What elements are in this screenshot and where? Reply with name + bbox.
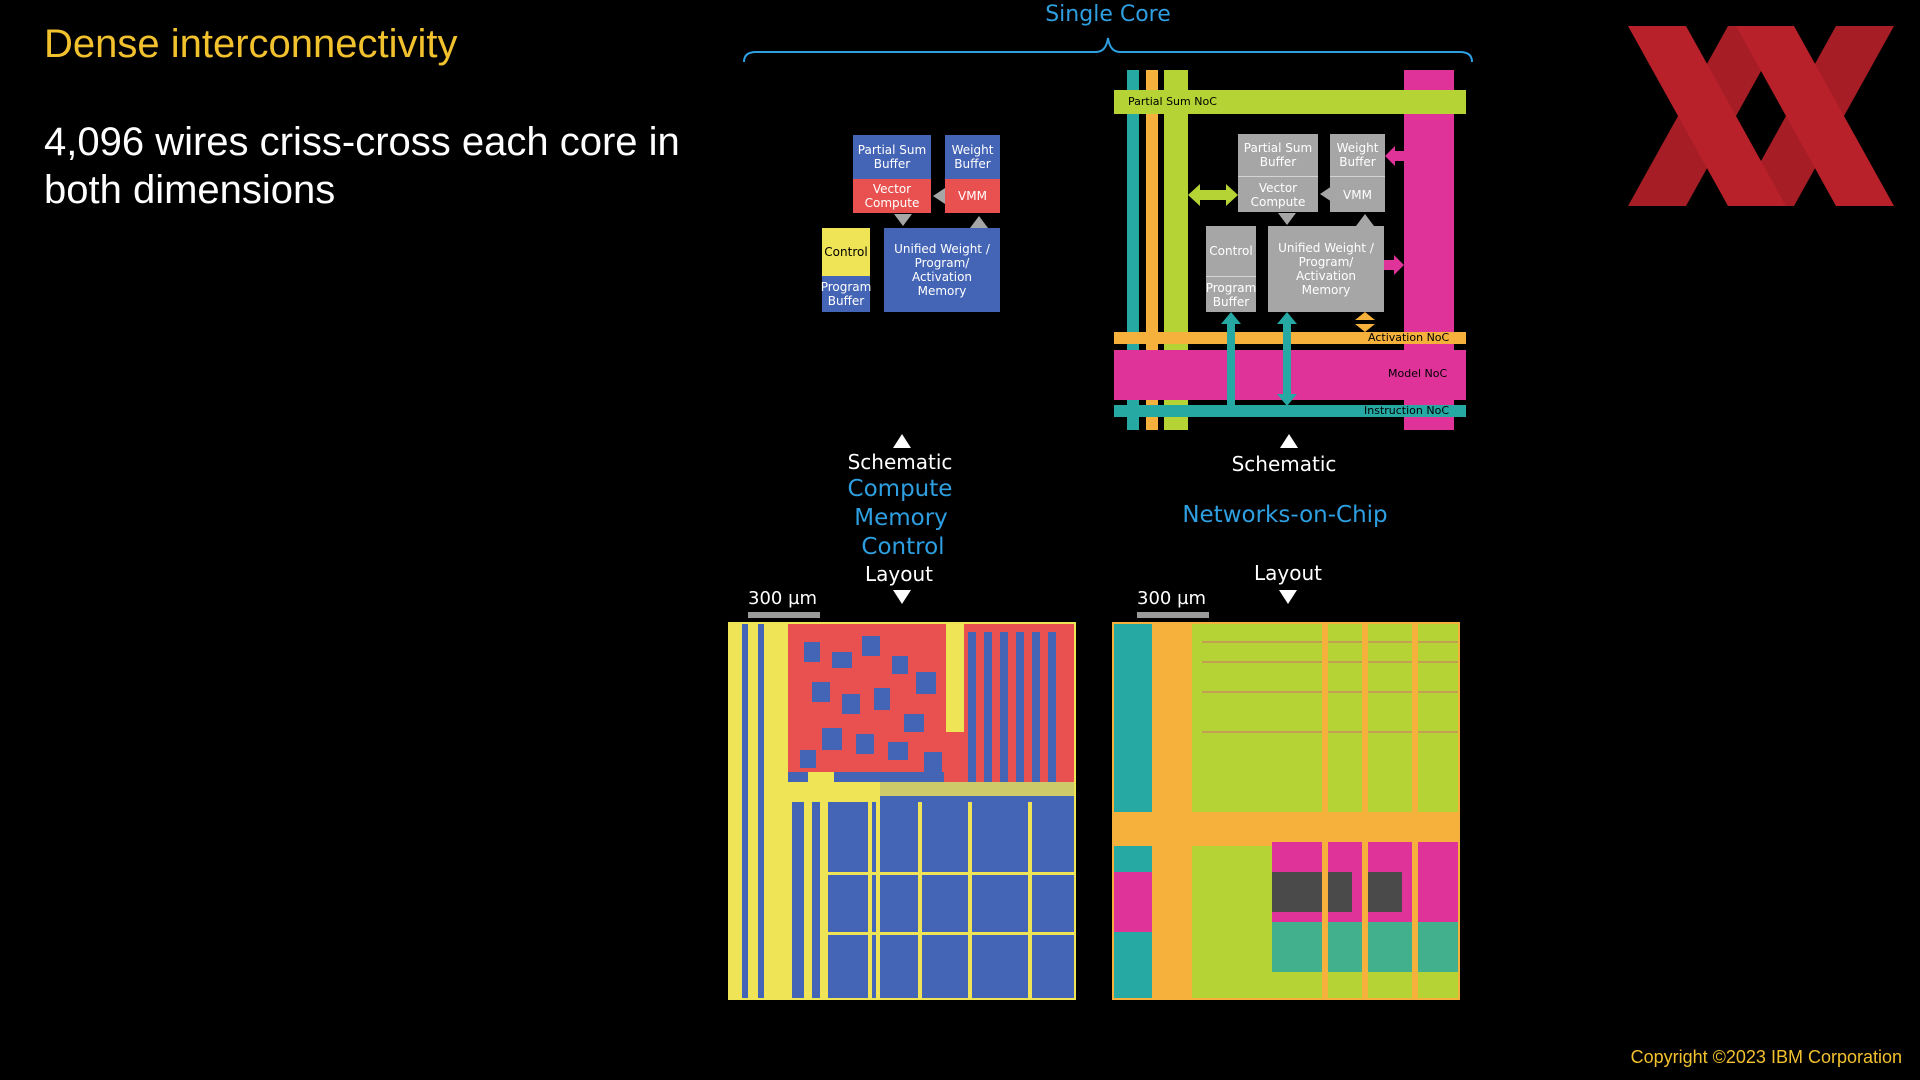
ps-buffer-block-right: Partial Sum Buffer xyxy=(1238,134,1318,176)
activation-bus-segment xyxy=(1146,114,1158,332)
model-bus-segment xyxy=(1404,114,1454,332)
up-arrow-teal-icon xyxy=(1221,312,1241,406)
right-schematic-caption: Schematic xyxy=(1231,452,1337,476)
control-block: Control xyxy=(822,228,870,276)
up-arrow-grey-icon xyxy=(1356,214,1374,226)
left-layout-down-arrow-icon xyxy=(893,590,911,604)
instruction-noc-label: Instruction NoC xyxy=(1364,404,1450,417)
weight-buffer-block-right: Weight Buffer xyxy=(1330,134,1385,176)
partial-sum-noc-bar xyxy=(1114,90,1466,114)
left-scale-bar xyxy=(748,612,820,618)
unified-memory-block: Unified Weight / Program/ Activation Mem… xyxy=(884,228,1000,312)
copyright-text: Copyright ©2023 IBM Corporation xyxy=(1630,1047,1902,1067)
right-scale-bar xyxy=(1137,612,1209,618)
vector-compute-block-right: Vector Compute xyxy=(1238,176,1318,212)
program-buffer-block-right: Program Buffer xyxy=(1206,276,1256,312)
partial-sum-buffer-block: Partial Sum Buffer xyxy=(853,135,931,179)
double-arrow-orange-icon xyxy=(1355,312,1375,332)
left-layout-caption: Layout xyxy=(865,562,933,586)
program-buffer-block: Program Buffer xyxy=(821,276,871,312)
memory-caption: Memory xyxy=(854,505,948,531)
left-scale-label: 300 µm xyxy=(748,588,818,609)
double-arrow-green-icon xyxy=(1188,184,1238,206)
double-arrow-teal-icon xyxy=(1277,312,1297,406)
activation-noc-label: Activation NoC xyxy=(1368,331,1450,344)
right-layout-image xyxy=(1112,622,1460,1000)
vmm-block-right: VMM xyxy=(1330,176,1385,212)
partial-sum-bus-segment xyxy=(1164,114,1188,332)
partial-sum-noc-label: Partial Sum NoC xyxy=(1128,95,1217,108)
right-layout-caption: Layout xyxy=(1254,561,1322,585)
left-arrow-icon xyxy=(933,188,945,204)
unified-memory-block-right: Unified Weight / Program/ Activation Mem… xyxy=(1268,226,1384,312)
right-scale-label: 300 µm xyxy=(1137,588,1207,609)
arrow-left-magenta-icon xyxy=(1385,146,1405,166)
instruction-noc-bar xyxy=(1114,405,1466,417)
compute-caption: Compute xyxy=(847,476,953,502)
instruction-bus-segment xyxy=(1127,114,1139,332)
weight-buffer-block: Weight Buffer xyxy=(945,135,1000,179)
single-core-label: Single Core xyxy=(1045,2,1171,27)
single-core-brace xyxy=(743,37,1473,63)
slide-title: Dense interconnectivity xyxy=(44,22,458,66)
arrow-right-magenta-icon xyxy=(1384,255,1404,275)
left-arrow-grey-icon xyxy=(1320,186,1332,202)
control-block-right: Control xyxy=(1206,226,1256,276)
down-arrow-grey-icon xyxy=(1278,213,1296,225)
networks-on-chip-caption: Networks-on-Chip xyxy=(1182,502,1388,528)
left-schematic-up-arrow-icon xyxy=(893,434,911,448)
left-schematic-caption: Schematic xyxy=(847,450,953,474)
left-layout-image xyxy=(728,622,1076,1000)
up-arrow-icon xyxy=(970,216,988,228)
down-arrow-icon xyxy=(894,214,912,226)
model-noc-label: Model NoC xyxy=(1388,367,1448,380)
company-logo xyxy=(1628,26,1894,206)
vmm-block: VMM xyxy=(945,179,1000,213)
vector-compute-block: Vector Compute xyxy=(853,179,931,213)
control-caption: Control xyxy=(861,534,945,560)
right-layout-down-arrow-icon xyxy=(1279,590,1297,604)
slide-subtitle: 4,096 wires criss-cross each core in bot… xyxy=(44,120,680,212)
right-schematic-up-arrow-icon xyxy=(1280,434,1298,448)
